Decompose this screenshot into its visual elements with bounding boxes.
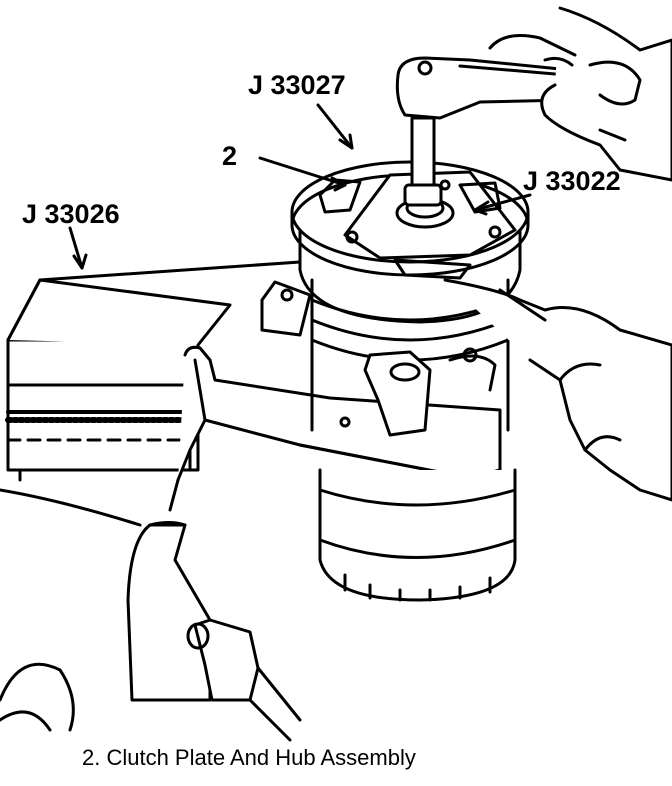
upper-hand	[488, 6, 672, 182]
leader-lines	[68, 103, 532, 270]
label-part-2: 2	[222, 141, 238, 171]
label-j33026: J 33026	[22, 199, 120, 229]
lower-hand	[443, 278, 672, 502]
vise-jaw	[0, 488, 212, 732]
hose-fitting	[186, 618, 302, 742]
label-j33022: J 33022	[523, 166, 621, 196]
label-j33027: J 33027	[248, 70, 346, 100]
socket-extension	[403, 116, 443, 207]
leader-j33022	[473, 193, 532, 212]
leader-j33027	[316, 103, 354, 150]
leader-2	[258, 156, 347, 187]
holding-fixture-j33026	[5, 260, 302, 482]
leader-j33026	[68, 226, 84, 270]
clutch-plate-assembly	[290, 160, 530, 280]
figure-caption: 2. Clutch Plate And Hub Assembly	[82, 745, 416, 770]
